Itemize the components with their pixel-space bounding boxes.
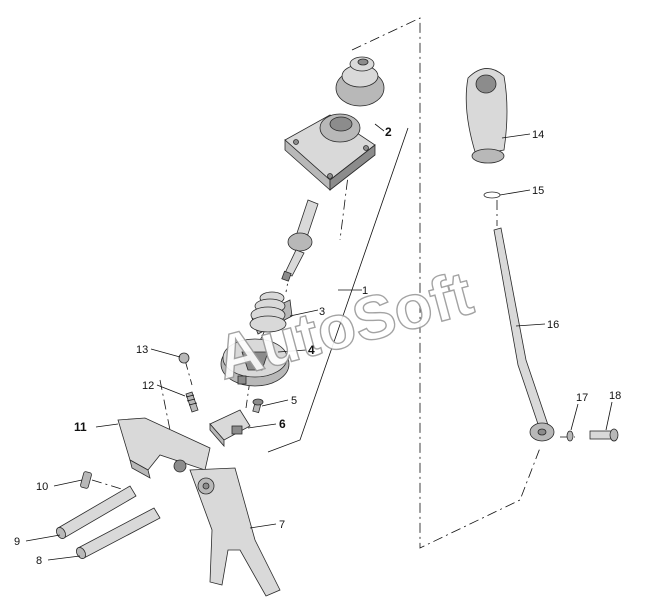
callout-10: 10 bbox=[36, 481, 48, 493]
callout-1: 1 bbox=[362, 285, 368, 297]
autosoft-watermark: AutoSoft bbox=[209, 259, 480, 393]
callout-18: 18 bbox=[609, 390, 621, 402]
callout-17: 17 bbox=[576, 392, 588, 404]
callout-6: 6 bbox=[279, 417, 286, 431]
callout-15: 15 bbox=[532, 185, 544, 197]
callout-9: 9 bbox=[14, 536, 20, 548]
assembly-guide-lines bbox=[91, 17, 575, 549]
part-7-shift-fork bbox=[189, 467, 281, 597]
part-15-ring bbox=[483, 191, 501, 199]
leader-lines bbox=[25, 123, 613, 561]
callout-5: 5 bbox=[291, 395, 297, 407]
callout-4: 4 bbox=[308, 343, 315, 357]
callout-labels: 1 2 3 4 5 6 7 8 9 10 11 12 13 14 15 16 1… bbox=[14, 125, 621, 567]
part-11-selector-fork bbox=[117, 417, 211, 479]
part-2-gaiter-cap bbox=[335, 56, 385, 107]
part-4-guide-plate bbox=[220, 338, 290, 387]
part-6-bracket bbox=[209, 409, 251, 448]
group-frame-item-1 bbox=[267, 127, 409, 453]
callout-3: 3 bbox=[319, 306, 325, 318]
part-14-gear-knob bbox=[465, 68, 508, 164]
part-18-bolt bbox=[589, 428, 619, 442]
callout-7: 7 bbox=[279, 519, 285, 531]
part-10-pin bbox=[80, 471, 92, 489]
callout-11: 11 bbox=[74, 420, 87, 434]
callout-16: 16 bbox=[547, 319, 559, 331]
part-12-spring bbox=[185, 391, 199, 413]
callout-12: 12 bbox=[142, 380, 154, 392]
part-13-ball bbox=[178, 352, 190, 364]
callout-13: 13 bbox=[136, 344, 148, 356]
part-3-spring bbox=[249, 291, 293, 335]
part-9-rod bbox=[56, 485, 137, 539]
part-16-gear-lever bbox=[493, 227, 555, 442]
part-3-selector-shaft bbox=[281, 199, 319, 282]
callout-14: 14 bbox=[532, 129, 544, 141]
part-5-screw bbox=[252, 398, 264, 414]
part-17-washer bbox=[566, 430, 574, 442]
callout-2: 2 bbox=[385, 125, 392, 139]
part-2-housing bbox=[284, 113, 376, 191]
callout-8: 8 bbox=[36, 555, 42, 567]
